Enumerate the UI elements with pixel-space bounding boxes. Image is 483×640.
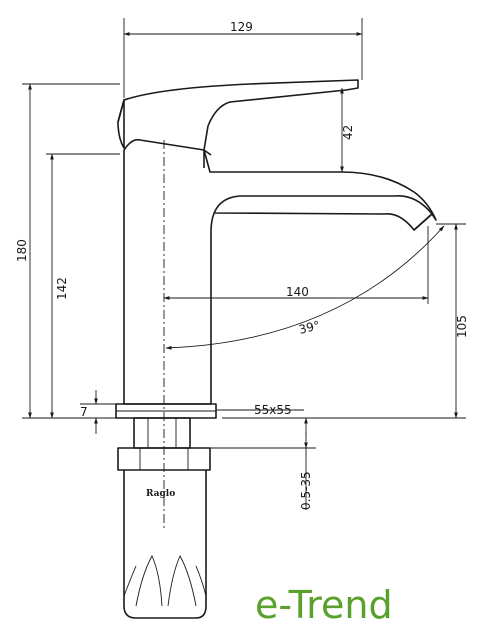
dim-base-thickness-label: 7	[80, 405, 88, 419]
dimension-width: 129	[123, 18, 363, 98]
brand-engraving: Raglo	[146, 489, 175, 499]
faucet-body	[123, 138, 437, 405]
dim-outlet-height-label: 105	[455, 315, 469, 338]
spout-body	[203, 149, 437, 221]
lever-handle	[117, 79, 359, 168]
dim-spout-height-label: 142	[55, 277, 69, 300]
dimension-angle: 39°	[165, 225, 445, 350]
dimension-lever: 42	[340, 87, 355, 173]
dim-base-size-label: 55x55	[254, 403, 292, 417]
dim-width-label: 129	[230, 20, 253, 34]
threaded-shank	[117, 417, 211, 619]
dimension-outlet-height: 105	[222, 223, 469, 419]
spout-tip	[413, 213, 433, 231]
dimension-reach: 140	[163, 226, 429, 304]
shank-lower	[123, 470, 207, 619]
dim-mounting-label: 0.5-35	[299, 471, 313, 510]
dim-total-height-label: 180	[15, 239, 29, 262]
faucet-column	[123, 150, 433, 405]
dim-reach-label: 140	[286, 285, 309, 299]
dimension-total-height: 180	[15, 83, 120, 419]
shank-upper	[133, 417, 191, 449]
e-trend-logo: e-Trend	[255, 583, 393, 627]
lever-body	[117, 79, 359, 168]
dim-lever-label: 42	[341, 125, 355, 140]
dimension-base-size: 55x55	[216, 403, 304, 417]
faucet-collar	[123, 138, 212, 156]
dimension-spout-height: 142	[46, 153, 120, 419]
lever-hinge	[117, 99, 125, 149]
dimension-mounting: 0.5-35	[210, 417, 316, 510]
dimension-base-thickness: 7	[80, 390, 116, 434]
base-plate	[115, 403, 217, 419]
dim-angle-label: 39°	[297, 318, 321, 337]
